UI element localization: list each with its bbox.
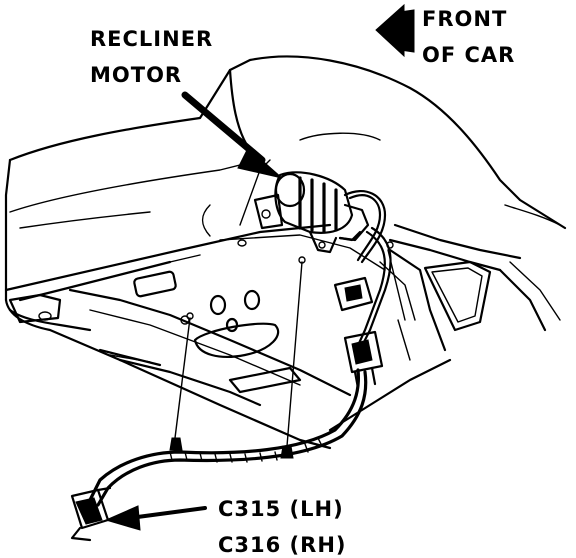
front-label-line1: FRONT (422, 7, 507, 31)
recliner-pointer-arrow (181, 91, 283, 179)
recliner-motor (253, 171, 370, 254)
arrow-left-icon (375, 3, 415, 58)
connector-label-rh: C316 (RH) (218, 533, 347, 557)
seat-body-outline (4, 55, 567, 450)
harness-connector-mid (343, 330, 384, 390)
motor-connector (333, 276, 374, 312)
mounting-studs (169, 241, 411, 459)
seat-rail-right (379, 248, 492, 352)
connector-pointer-arrow (104, 505, 207, 531)
seat-frame (4, 159, 561, 432)
wiring-harness (88, 190, 392, 507)
seat-rail-left (8, 239, 302, 394)
front-label-line2: OF CAR (422, 43, 515, 67)
recliner-label-line2: MOTOR (90, 63, 182, 87)
recliner-label-line1: RECLINER (90, 27, 213, 51)
connector-label-lh: C315 (LH) (218, 497, 344, 521)
